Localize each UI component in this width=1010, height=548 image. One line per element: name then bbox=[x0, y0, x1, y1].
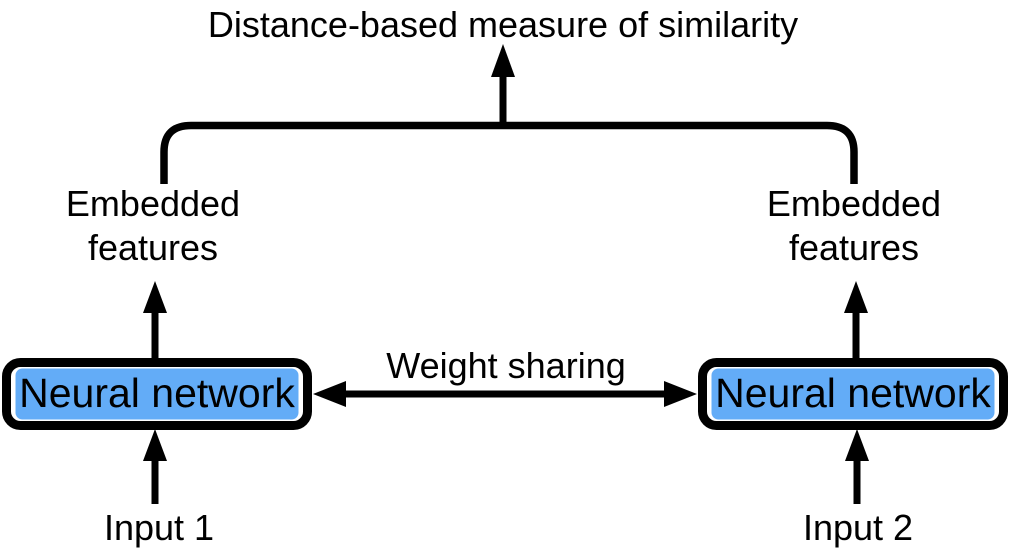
neural-network-label-left: Neural network bbox=[19, 370, 295, 416]
neural-network-box-left: Neural network bbox=[2, 358, 312, 430]
embedded-features-right-line1: Embedded bbox=[767, 183, 941, 224]
weight-sharing-arrowhead-right-icon bbox=[664, 381, 697, 407]
right-embed-arrow bbox=[844, 281, 868, 359]
similarity-arrowhead-icon bbox=[491, 44, 515, 77]
weight-sharing-arrow bbox=[313, 381, 697, 407]
input2-arrow bbox=[845, 429, 869, 504]
weight-sharing-arrowhead-left-icon bbox=[313, 381, 346, 407]
left-embed-arrow bbox=[143, 281, 167, 359]
weight-sharing-label: Weight sharing bbox=[386, 345, 625, 386]
similarity-arrow bbox=[491, 44, 515, 127]
neural-network-box-right: Neural network bbox=[698, 358, 1008, 430]
embedded-features-left-line1: Embedded bbox=[66, 183, 240, 224]
right-embed-arrowhead-icon bbox=[844, 281, 868, 313]
embedded-features-right-line2: features bbox=[789, 227, 919, 268]
input1-label: Input 1 bbox=[104, 507, 214, 548]
input1-arrow bbox=[143, 429, 167, 504]
embedded-features-label-right: Embedded features bbox=[767, 183, 941, 268]
left-embed-arrowhead-icon bbox=[143, 281, 167, 313]
neural-network-label-right: Neural network bbox=[715, 370, 991, 416]
input2-label: Input 2 bbox=[803, 507, 913, 548]
neural-network-box-left-fill bbox=[15, 368, 299, 420]
merge-bracket bbox=[160, 121, 858, 184]
diagram-title: Distance-based measure of similarity bbox=[208, 4, 798, 45]
embedded-features-label-left: Embedded features bbox=[66, 183, 240, 268]
input2-arrowhead-icon bbox=[845, 429, 869, 461]
input1-arrowhead-icon bbox=[143, 429, 167, 461]
embedded-features-left-line2: features bbox=[88, 227, 218, 268]
neural-network-box-right-fill bbox=[711, 368, 995, 420]
